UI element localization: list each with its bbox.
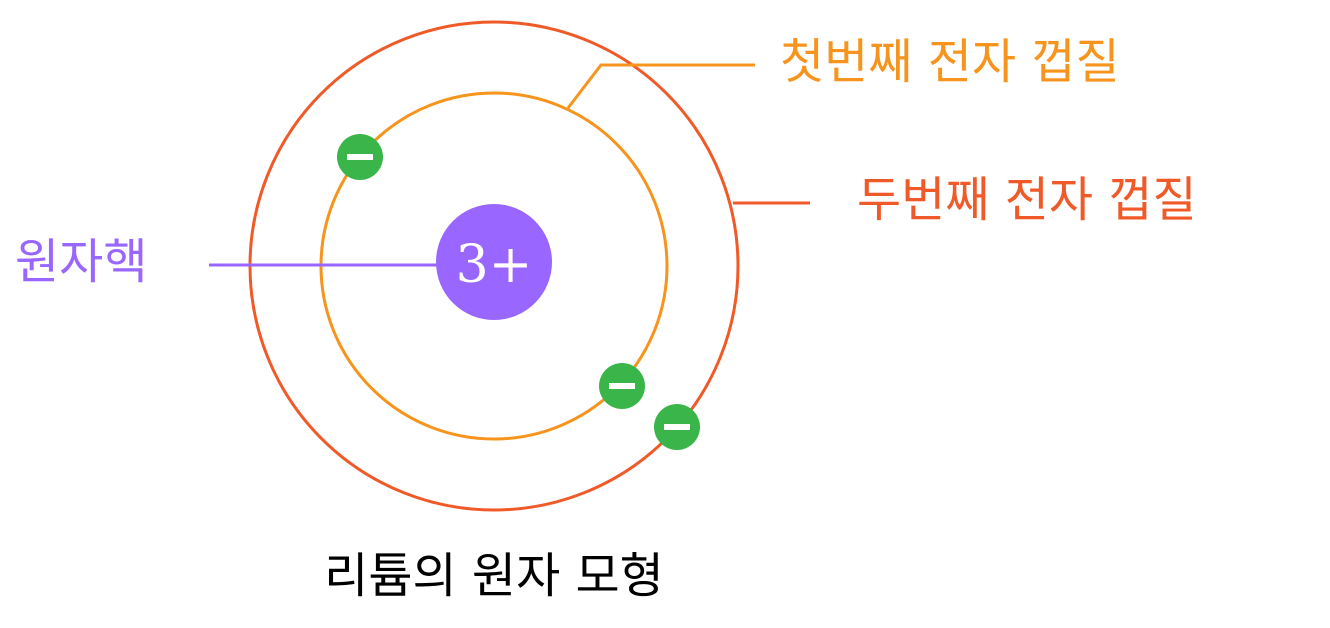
second-shell-label: 두번째 전자 껍질 — [857, 172, 1197, 228]
first-shell-label: 첫번째 전자 껍질 — [780, 34, 1120, 90]
electron — [599, 363, 645, 409]
first-shell-leader-line — [566, 63, 755, 109]
electron — [654, 404, 700, 450]
nucleus-charge: 3+ — [456, 235, 533, 295]
nucleus — [436, 204, 552, 320]
diagram-title: 리튬의 원자 모형 — [324, 548, 664, 604]
electron — [337, 134, 383, 180]
nucleus-label: 원자핵 — [15, 234, 148, 290]
